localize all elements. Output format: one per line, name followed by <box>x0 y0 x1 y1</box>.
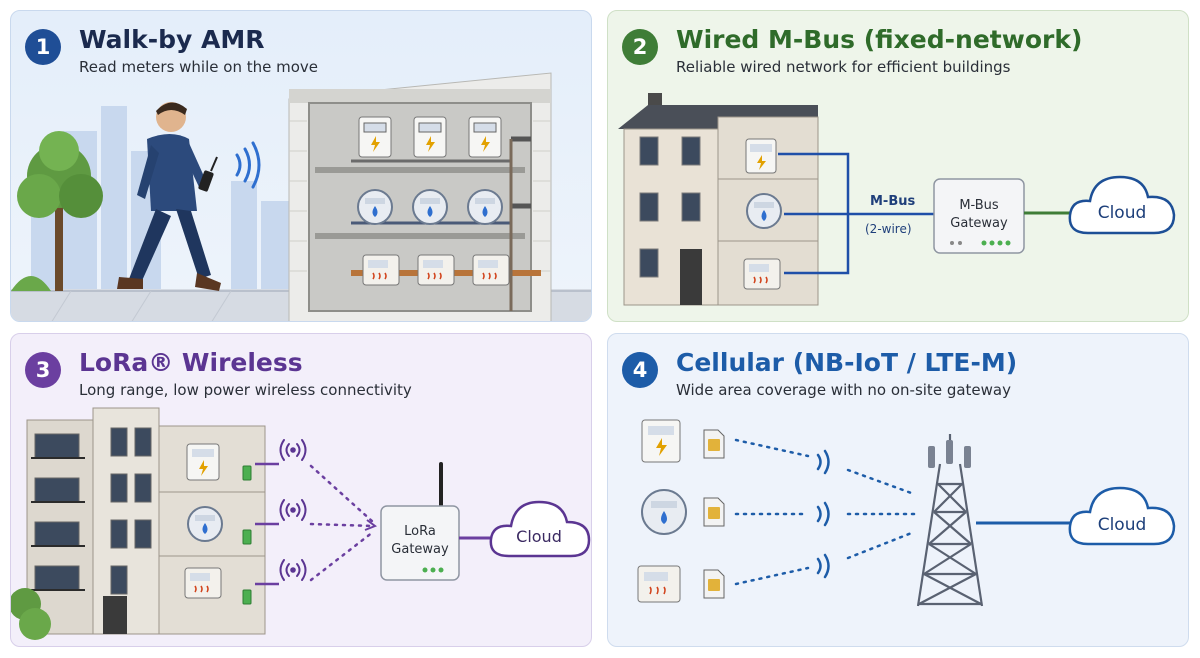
panel-lora-wireless: LoRa Gateway Cloud 3 LoRa® Wireless Long… <box>10 333 592 647</box>
heat-icon <box>753 276 768 284</box>
water-drop-icon <box>761 210 767 221</box>
lightning-icon <box>757 155 766 170</box>
lora-gateway: LoRa Gateway <box>380 462 460 581</box>
cloud-icon: Cloud <box>1068 486 1176 546</box>
walk-by-illustration <box>11 72 591 321</box>
cellular-illustration: Cloud <box>637 419 1176 607</box>
water-meter <box>746 193 782 229</box>
battery-icons <box>242 465 252 605</box>
heat-meter <box>184 567 222 599</box>
svg-text:Gateway: Gateway <box>950 216 1008 231</box>
cloud-icon: Cloud <box>1068 175 1176 235</box>
heat-meter <box>637 565 681 603</box>
wireless-signal-paths <box>309 464 375 582</box>
step-badge: 4 <box>622 352 658 388</box>
water-drop-icon <box>661 511 667 524</box>
electricity-meters-row <box>358 116 502 158</box>
lightning-icon <box>199 460 208 476</box>
svg-text:Gateway: Gateway <box>391 542 449 557</box>
heat-icon <box>649 586 666 595</box>
cell-tower <box>916 434 984 607</box>
cloud-icon: Cloud <box>489 500 591 558</box>
svg-text:M-Bus: M-Bus <box>959 198 999 213</box>
cloud-label: Cloud <box>1098 515 1147 535</box>
step-badge: 2 <box>622 29 658 65</box>
panel-title: Walk-by AMR <box>79 25 265 54</box>
water-drop-icon <box>202 523 208 534</box>
panel-cellular: Cloud 4 Cellular (NB-IoT / LTE-M) Wide a… <box>607 333 1189 647</box>
mbus-wiring <box>778 152 934 275</box>
electricity-meter <box>186 443 220 481</box>
panel-walk-by-amr: 1 Walk-by AMR Read meters while on the m… <box>10 10 592 322</box>
mbus-sublabel: (2-wire) <box>865 222 912 236</box>
radio-waves-icon <box>279 439 307 581</box>
panel-subtitle: Read meters while on the move <box>79 58 318 76</box>
panel-subtitle: Long range, low power wireless connectiv… <box>79 381 412 399</box>
panel-subtitle: Wide area coverage with no on-site gatew… <box>676 381 1011 399</box>
lora-illustration: LoRa Gateway Cloud <box>11 407 591 640</box>
water-meters-row <box>357 189 503 225</box>
water-meter <box>187 506 223 542</box>
heat-meter <box>743 258 781 290</box>
cellular-signal-paths <box>734 438 916 586</box>
tree <box>11 131 103 291</box>
radio-waves-icon <box>235 141 261 189</box>
mbus-illustration: M-Bus (2-wire) M-Bus Gateway Cloud <box>618 93 1176 306</box>
cloud-label: Cloud <box>1098 203 1147 223</box>
mbus-gateway: M-Bus Gateway <box>933 178 1025 254</box>
heat-meters-row <box>362 254 510 286</box>
apartment-building <box>11 407 266 640</box>
lightning-icon <box>656 438 667 456</box>
panel-title: Wired M-Bus (fixed-network) <box>676 25 1083 54</box>
step-badge: 3 <box>25 352 61 388</box>
panel-wired-mbus: M-Bus (2-wire) M-Bus Gateway Cloud 2 Wir… <box>607 10 1189 322</box>
panel-title: Cellular (NB-IoT / LTE-M) <box>676 348 1018 377</box>
step-badge: 1 <box>25 29 61 65</box>
tower-antennas <box>928 440 971 468</box>
radio-waves-icon <box>816 449 830 579</box>
electricity-meter <box>641 419 681 463</box>
electricity-meter <box>745 138 777 174</box>
sim-card-icon <box>703 429 725 599</box>
meter-reader-person <box>117 102 221 291</box>
cloud-label: Cloud <box>516 527 562 546</box>
water-meter <box>641 489 687 535</box>
heat-icon <box>194 585 209 593</box>
panel-subtitle: Reliable wired network for efficient bui… <box>676 58 1011 76</box>
svg-text:LoRa: LoRa <box>404 524 436 539</box>
mbus-label: M-Bus <box>870 194 915 209</box>
panel-title: LoRa® Wireless <box>79 348 303 377</box>
